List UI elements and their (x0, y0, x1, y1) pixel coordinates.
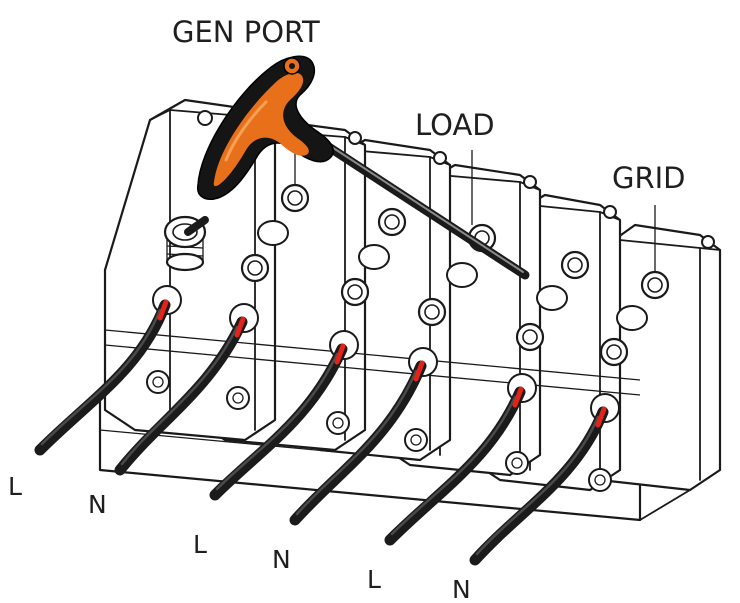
wire-label-load-n: N (272, 545, 291, 574)
wire-gen-n (114, 316, 248, 476)
terminal-screws (146, 183, 670, 492)
screw-icon (640, 270, 670, 300)
label-grid: GRID (612, 161, 686, 195)
screw-icon (560, 250, 590, 280)
wire-label-grid-l: L (367, 565, 381, 594)
label-gen-port: GEN PORT (172, 15, 320, 49)
wire-grid-n (469, 406, 609, 566)
wire-load-n (289, 360, 427, 526)
wire-label-gen-l: L (8, 472, 22, 501)
wire-gen-l (34, 299, 171, 456)
screw-icon (515, 322, 545, 352)
wire-load-l (209, 343, 348, 501)
screw-icon (417, 297, 447, 327)
screw-icon (377, 207, 407, 237)
wire-label-load-l: L (193, 530, 207, 559)
screw-icon (340, 277, 370, 307)
t-handle-hex-key-icon (184, 55, 530, 280)
screw-icon (599, 337, 629, 367)
wires (34, 299, 609, 566)
screw-icon (240, 253, 270, 283)
wire-label-gen-n: N (88, 490, 107, 519)
wire-grid-l (384, 386, 526, 546)
label-load: LOAD (415, 108, 495, 142)
wire-label-grid-n: N (452, 575, 471, 603)
screw-icon (280, 183, 310, 213)
